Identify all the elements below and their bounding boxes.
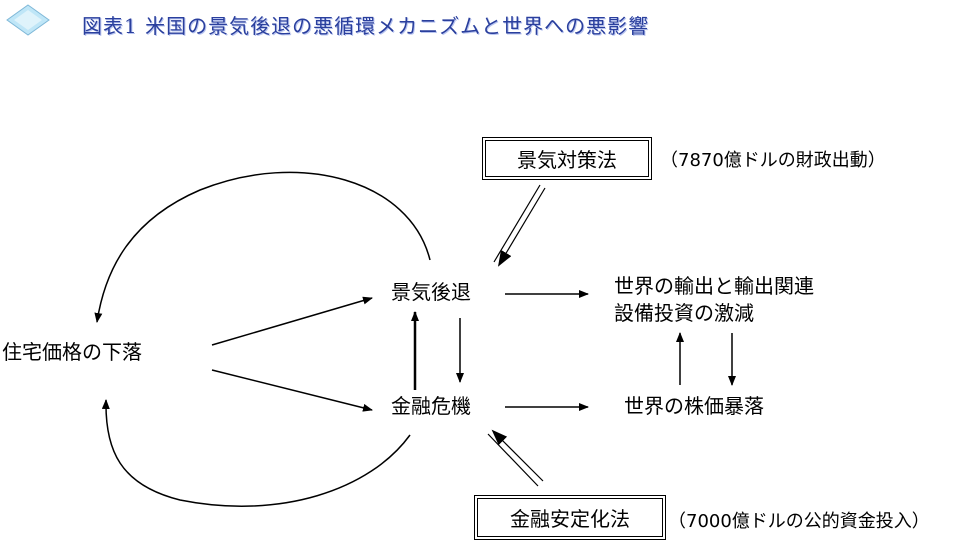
node-world-stock-crash: 世界の株価暴落 xyxy=(624,394,764,418)
node-world-trade-line2: 設備投資の激減 xyxy=(614,301,754,325)
page-title: 図表1 米国の景気後退の悪循環メカニズムと世界への悪影響 xyxy=(82,14,650,38)
node-recession: 景気後退 xyxy=(391,280,471,304)
arrow-housing-to-recession xyxy=(211,296,373,346)
diamond-icon xyxy=(6,4,50,36)
node-housing-decline: 住宅価格の下落 xyxy=(2,340,142,364)
box-stabilization-label: 金融安定化法 xyxy=(510,507,630,531)
arrow-stimulus-to-recession-b xyxy=(497,187,546,267)
arrow-recession-to-housing xyxy=(94,171,431,323)
arrow-stimulus-to-recession-a xyxy=(493,184,541,263)
node-world-trade-line1: 世界の輸出と輸出関連 xyxy=(614,274,814,298)
arrow-stabilization-to-crisis-a xyxy=(487,433,539,487)
box-stabilization-act: 金融安定化法 xyxy=(474,495,666,540)
node-world-trade: 世界の輸出と輸出関連 設備投資の激減 xyxy=(614,274,814,325)
arrow-crisis-to-housing xyxy=(101,399,411,507)
box-stimulus-act: 景気対策法 xyxy=(482,137,652,180)
arrow-housing-to-crisis xyxy=(211,369,373,412)
note-stabilization: （7000億ドルの公的資金投入） xyxy=(668,511,930,532)
note-stimulus: （7870億ドルの財政出動） xyxy=(660,150,886,171)
arrow-stabilization-to-crisis-b xyxy=(491,429,544,482)
box-stimulus-label: 景気対策法 xyxy=(517,148,617,172)
node-financial-crisis: 金融危機 xyxy=(391,394,471,418)
